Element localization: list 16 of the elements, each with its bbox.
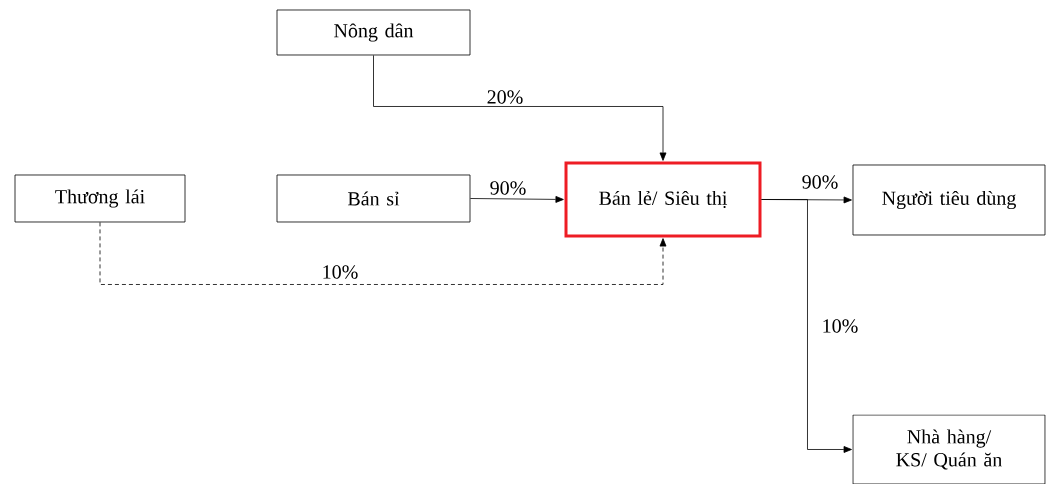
edge-label: 10% xyxy=(320,264,360,280)
process-box: Người tiêu dùng xyxy=(852,164,1046,236)
process-box: Bán lẻ/ Siêu thị xyxy=(564,161,762,238)
arrow xyxy=(761,196,852,204)
process-box: Nhà hàng/ KS/ Quán ăn xyxy=(852,414,1046,484)
process-box: Nông dân xyxy=(276,9,471,56)
process-box: Thương lái xyxy=(14,174,186,223)
edge-label: 10% xyxy=(820,318,860,334)
edge-label: 20% xyxy=(485,89,525,105)
process-box: Bán sỉ xyxy=(276,174,471,223)
edge-label: 90% xyxy=(488,180,528,196)
arrow xyxy=(470,196,564,203)
arrow xyxy=(99,222,667,285)
arrow xyxy=(761,199,852,453)
arrow xyxy=(373,55,667,161)
edge-label: 90% xyxy=(800,174,840,190)
